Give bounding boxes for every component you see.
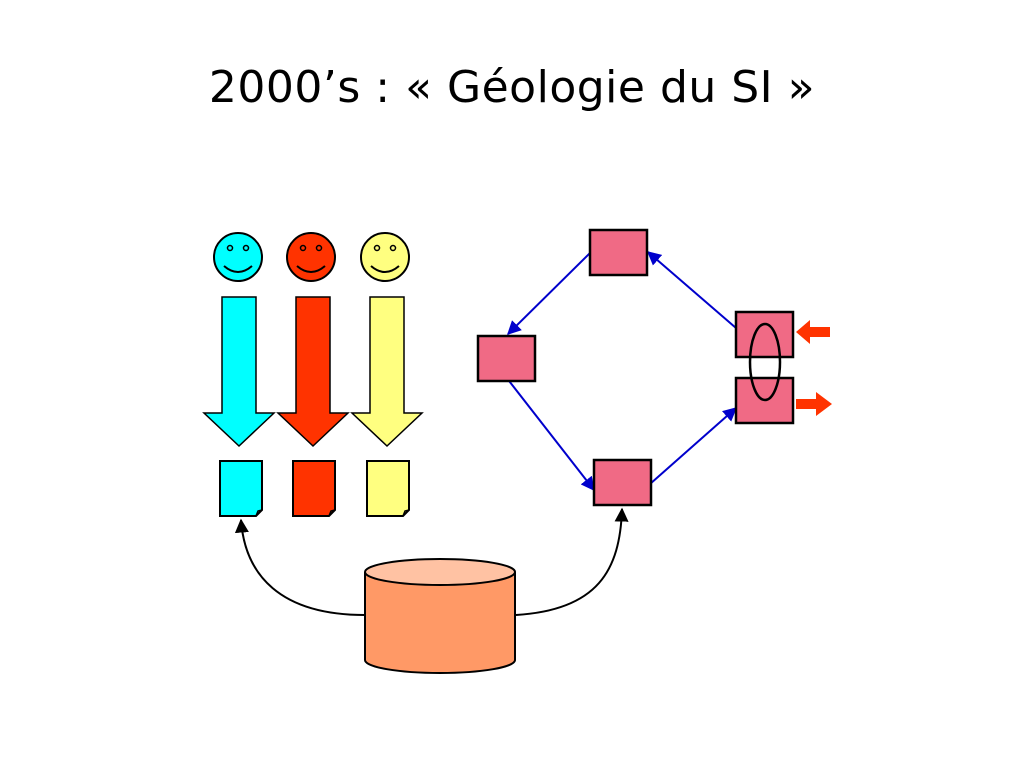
down-arrow-red <box>276 296 350 448</box>
down-arrow-cyan <box>202 296 276 448</box>
database-icon <box>364 558 516 674</box>
db-to-node-bottom-link <box>515 507 629 616</box>
down-arrow-yellow <box>350 296 424 448</box>
smiley-red-icon <box>286 232 336 282</box>
node-right-top <box>734 310 795 359</box>
node-left <box>476 334 537 383</box>
smiley-cyan-icon <box>213 232 263 282</box>
document-yellow-icon <box>366 460 410 517</box>
grouping-ellipse <box>748 322 782 402</box>
node-bottom <box>592 458 653 507</box>
incoming-arrow-icon <box>796 320 830 344</box>
outgoing-arrow-icon <box>796 392 832 416</box>
link-bottom-to-right <box>649 407 738 485</box>
smiley-yellow-icon <box>360 232 410 282</box>
document-red-icon <box>292 460 336 517</box>
document-cyan-icon <box>219 460 263 517</box>
node-top <box>588 228 649 277</box>
link-top-to-left <box>507 252 591 335</box>
link-right-to-top <box>646 251 737 329</box>
slide-title: 2000’s : « Géologie du SI » <box>208 62 816 113</box>
db-to-document-cyan-link <box>234 518 366 616</box>
link-left-to-bottom <box>505 376 595 492</box>
